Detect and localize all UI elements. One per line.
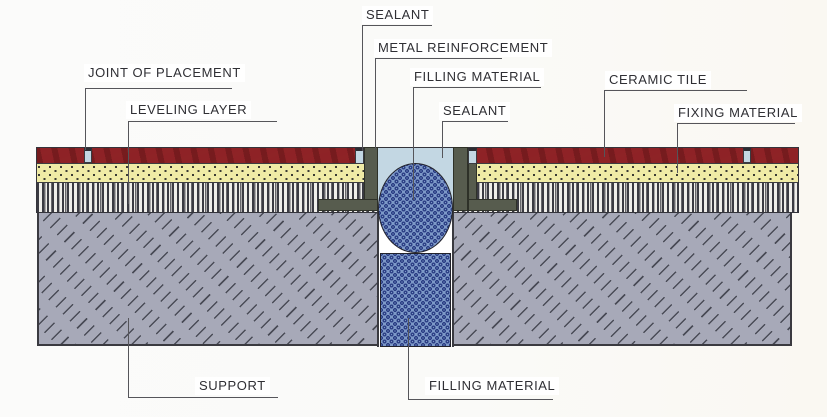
leader-filling-material-top-drop bbox=[413, 87, 415, 200]
label-joint-of-placement: JOINT OF PLACEMENT bbox=[84, 64, 245, 82]
sealant-joint-right bbox=[468, 148, 477, 164]
label-ceramic-tile: CERAMIC TILE bbox=[605, 71, 711, 89]
joint-of-placement-right bbox=[743, 148, 751, 163]
label-metal-reinforcement: METAL REINFORCEMENT bbox=[374, 39, 553, 57]
sealant-joint-left bbox=[355, 148, 364, 164]
metal-flange-left bbox=[318, 199, 378, 211]
leader-fixing-material-drop bbox=[677, 123, 679, 173]
leader-sealant-mid bbox=[442, 121, 508, 123]
leader-ceramic-tile bbox=[604, 90, 747, 92]
leader-sealant-mid-drop bbox=[442, 121, 444, 158]
leader-metal-reinforcement-drop bbox=[375, 58, 377, 150]
label-support: SUPPORT bbox=[195, 377, 270, 395]
leader-leveling-layer bbox=[128, 121, 277, 123]
label-filling-material-top: FILLING MATERIAL bbox=[410, 68, 545, 86]
leader-sealant-top bbox=[362, 25, 432, 27]
leader-filling-material-bottom bbox=[408, 399, 553, 401]
leader-filling-material-top bbox=[413, 87, 541, 89]
leader-joint-of-placement bbox=[85, 88, 232, 90]
leader-support-rise bbox=[128, 318, 130, 398]
metal-channel-wall-right bbox=[453, 147, 468, 211]
label-fixing-material: FIXING MATERIAL bbox=[674, 104, 802, 122]
leader-support bbox=[128, 397, 278, 399]
leader-ceramic-tile-drop bbox=[604, 90, 606, 157]
filling-material-gasket-ellipse bbox=[378, 163, 453, 253]
label-filling-material-bottom: FILLING MATERIAL bbox=[425, 377, 560, 395]
support-slab-left bbox=[37, 212, 378, 346]
label-leveling-layer: LEVELING LAYER bbox=[126, 101, 252, 119]
leader-joint-of-placement-drop bbox=[85, 88, 87, 150]
leader-fixing-material bbox=[677, 123, 795, 125]
label-sealant-top: SEALANT bbox=[362, 6, 434, 24]
leader-metal-reinforcement bbox=[375, 58, 502, 60]
filling-material-bottom-block bbox=[380, 253, 451, 347]
joint-of-placement-left bbox=[84, 148, 92, 163]
leader-filling-material-bottom-rise bbox=[408, 318, 410, 400]
support-slab-right bbox=[453, 212, 792, 346]
label-sealant-mid: SEALANT bbox=[439, 102, 511, 120]
leader-leveling-layer-drop bbox=[128, 121, 130, 204]
metal-flange-right bbox=[468, 199, 517, 211]
leader-sealant-top-drop bbox=[362, 25, 364, 151]
